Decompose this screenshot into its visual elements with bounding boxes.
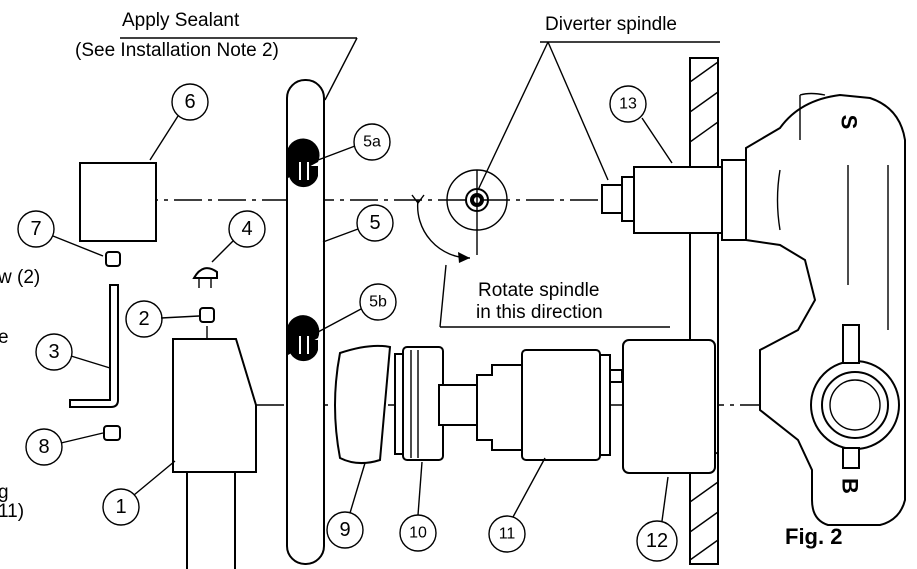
part-11-spindle [438,384,478,426]
wall-section [689,57,719,565]
callout-4: 4 [241,218,252,240]
rotation-arrowhead [458,252,470,263]
rotation-tick [411,194,425,205]
cutoff-text-2: e [0,327,9,348]
part-13-spindle-tip [601,184,623,214]
callout-2-leader [160,315,200,319]
callout-3-leader [70,355,111,369]
valve-inlet-outer [810,360,900,450]
diverter-spindle-label: Diverter spindle [545,14,677,35]
part-13-nut [721,159,747,241]
callout-3: 3 [48,341,59,363]
part-11-tab [609,369,623,383]
callout-7: 7 [30,218,41,240]
sealant-leader [324,37,358,101]
callout-6: 6 [184,91,195,113]
callout-11: 11 [499,526,516,543]
part-7-setscrew [105,251,121,267]
rotate-instruction-line1: Rotate spindle [478,280,599,301]
callout-5: 5 [369,212,380,234]
callout-5a: 5a [363,134,381,151]
part-12-sleeve [622,339,716,474]
valve-inlet-bore [829,379,881,431]
part-13-extension [633,166,723,234]
valve-body-top-edge [799,92,826,140]
part-9-cover [334,344,392,464]
callout-6-leader [149,115,179,161]
part-11-collar [476,364,523,451]
callout-5-circle [356,204,394,242]
valve-bottom-tab [842,447,860,469]
callout-8: 8 [38,436,49,458]
callout-1-leader [133,460,176,496]
callout-4-leader [211,240,234,263]
apply-sealant-label: Apply Sealant [122,10,240,31]
callout-5b: 5b [369,294,387,311]
diverter-leader-1 [477,41,549,191]
callout-7-circle [17,210,55,248]
part-13-neck [621,176,635,222]
rotate-instruction-line2: in this direction [476,302,603,323]
callout-6-circle [171,83,209,121]
callout-9-leader [349,462,366,514]
figure-label: Fig. 2 [785,524,842,549]
valve-marking-b: B [838,478,863,494]
part-11-cartridge [521,349,601,461]
valve-marking-s: S [837,115,862,130]
callout-9: 9 [339,519,350,541]
callout-4-circle [228,210,266,248]
callout-2-circle [125,300,163,338]
callout-8-circle [25,428,63,466]
part-2-setscrew [199,307,215,323]
callout-5a-circle [353,123,391,161]
part-6-cap [79,162,157,242]
callout-11-circle [488,515,526,553]
rotation-arrow-arc [416,199,471,259]
callout-8-leader [60,432,104,444]
callout-1: 1 [115,496,126,518]
installation-note-label: (See Installation Note 2) [75,40,279,61]
rotate-leader [439,264,447,328]
callout-5b-leader [317,308,362,333]
cutoff-text-1: w (2) [0,267,40,288]
callout-1-circle [102,488,140,526]
part-11-flange [599,354,611,456]
callout-5a-leader [317,145,356,161]
valve-body [745,93,906,526]
part-10-nut [402,346,444,461]
callout-12-leader [661,476,669,522]
callout-10-leader [417,461,423,516]
callout-13: 13 [619,96,637,113]
callout-12-circle [636,520,678,562]
part-1-handle [172,338,257,473]
part-3-hex-key [69,284,119,408]
callout-7-leader [52,235,104,257]
callout-12: 12 [646,530,668,552]
cutoff-text-4: 11) [0,501,24,522]
callout-2: 2 [138,308,149,330]
callout-11-leader [512,457,546,518]
sealant-zone-5a-lower [289,166,318,188]
sealant-zone-5b-lower [289,340,318,362]
callout-3-circle [35,333,73,371]
callout-5b-circle [359,283,397,321]
valve-top-tab [842,324,860,364]
callout-13-circle [609,85,647,123]
diverter-leader-2 [547,41,609,181]
part-8-setscrew [103,425,121,441]
valve-body-curve [776,169,781,231]
callout-5-leader [322,228,359,243]
callout-9-circle [326,511,364,549]
valve-inlet-inner [821,371,889,439]
part-4-button [192,267,218,279]
callout-13-leader [641,117,673,164]
callout-10: 10 [409,525,427,542]
cutoff-text-3: g [0,482,9,503]
